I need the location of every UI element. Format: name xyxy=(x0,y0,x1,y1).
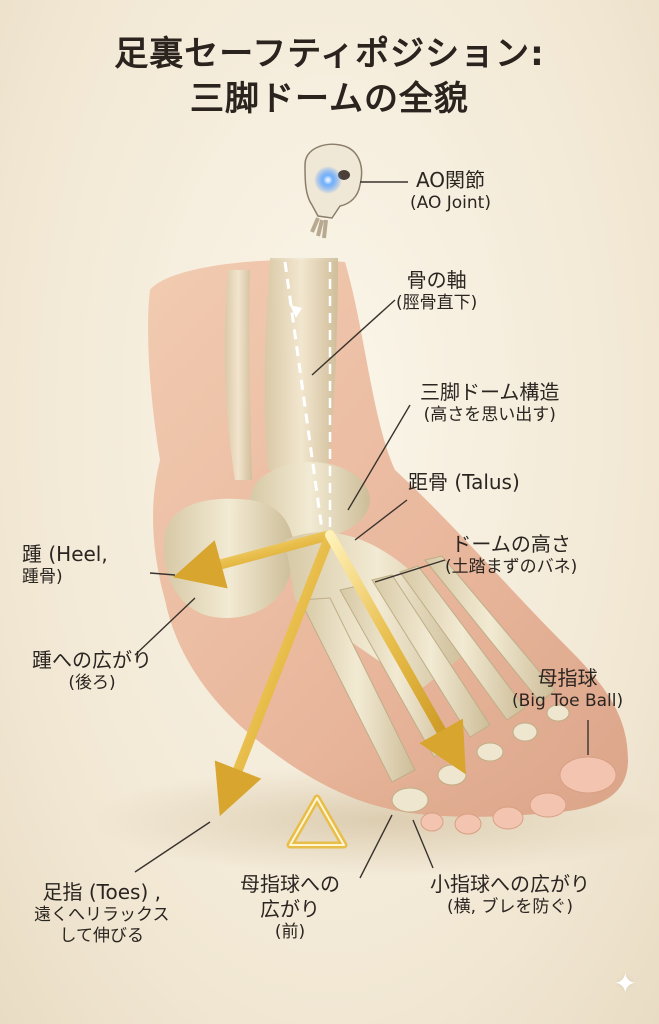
bone-axis-line xyxy=(283,261,324,531)
label-heel-spread: 踵への広がり (後ろ) xyxy=(32,648,152,693)
tibia-bone xyxy=(264,258,338,470)
leader-lines xyxy=(134,181,589,879)
label-big-toe-spread: 母指球への 広がり (前) xyxy=(240,872,340,942)
page-title: 足裏セーフティポジション: 三脚ドームの全貌 xyxy=(114,34,545,119)
skull-icon xyxy=(304,143,363,239)
triangle-icon xyxy=(286,794,348,849)
label-big-toe-ball: 母指球 (Big Toe Ball) xyxy=(512,666,624,711)
label-little-toe-spread: 小指球への広がり (横, ブレを防ぐ) xyxy=(430,872,590,917)
label-ao-joint: AO関節 (AO Joint) xyxy=(410,168,491,213)
label-toes: 足指 (Toes) , 遠くへリラックス して伸びる xyxy=(34,880,170,947)
label-dome-height: ドームの高さ (土踏まずのバネ) xyxy=(445,532,578,577)
label-talus: 距骨 (Talus) xyxy=(408,470,520,494)
sparkle-icon: ✦ xyxy=(613,967,637,1000)
label-tripod-dome: 三脚ドーム構造 (高さを思い出す) xyxy=(420,380,560,425)
tripod-arrows xyxy=(172,530,466,817)
fibula-bone xyxy=(224,270,252,480)
label-heel: 踵 (Heel, 踵骨) xyxy=(22,542,108,587)
ao-joint-glow xyxy=(314,166,342,194)
label-bone-axis: 骨の軸 (脛骨直下) xyxy=(396,268,478,313)
